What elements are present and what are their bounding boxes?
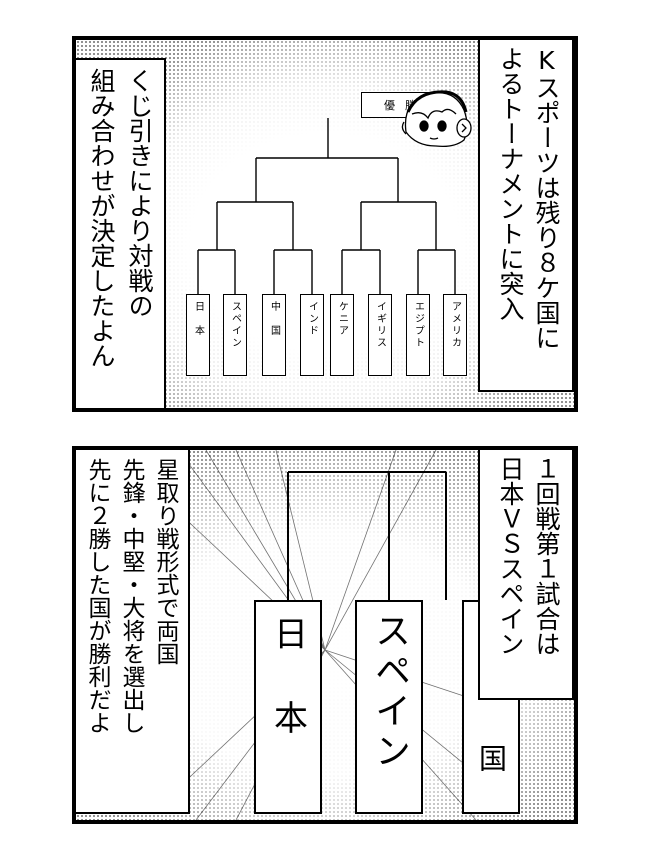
closeup-bracket-lines bbox=[287, 471, 447, 602]
card-japan: 日本 bbox=[254, 600, 322, 814]
tournament-bracket bbox=[197, 118, 456, 294]
panel-2: 日本 スペイン 国 １回戦第１試合は 日本ＶＳスペイン 星取り戦形式で両国 先鋒… bbox=[72, 446, 578, 824]
team-egypt: エジプト bbox=[406, 294, 430, 376]
team-uk: イギリス bbox=[368, 294, 392, 376]
narration-box-right: Kスポーツは残り８ケ国に よるトーナメントに突入 bbox=[478, 40, 574, 392]
narration-box-left: くじ引きにより対戦の 組み合わせが決定したよん bbox=[76, 58, 166, 408]
team-usa: アメリカ bbox=[443, 294, 467, 376]
narration-box-left: 星取り戦形式で両国 先鋒・中堅・大将を選出し 先に２勝した国が勝利だよ bbox=[76, 450, 190, 814]
narration-text-left: 星取り戦形式で両国 先鋒・中堅・大将を選出し 先に２勝した国が勝利だよ bbox=[84, 458, 178, 734]
narration-text-right: １回戦第１試合は 日本ＶＳスペイン bbox=[496, 456, 561, 656]
team-kenya: ケニア bbox=[330, 294, 354, 376]
narration-text-right: Kスポーツは残り８ケ国に よるトーナメントに突入 bbox=[496, 46, 561, 350]
panel-1: 優勝 日本 スペイン 中国 インド ケニア イギリス エジプト アメリカ bbox=[72, 36, 578, 412]
team-spain: スペイン bbox=[223, 294, 247, 376]
character-head-illustration bbox=[401, 90, 472, 148]
team-china: 中国 bbox=[262, 294, 286, 376]
narration-text-left: くじ引きにより対戦の 組み合わせが決定したよん bbox=[87, 68, 154, 368]
card-spain: スペイン bbox=[355, 600, 423, 814]
team-japan: 日本 bbox=[186, 294, 210, 376]
narration-box-right: １回戦第１試合は 日本ＶＳスペイン bbox=[478, 450, 574, 700]
team-india: インド bbox=[300, 294, 324, 376]
